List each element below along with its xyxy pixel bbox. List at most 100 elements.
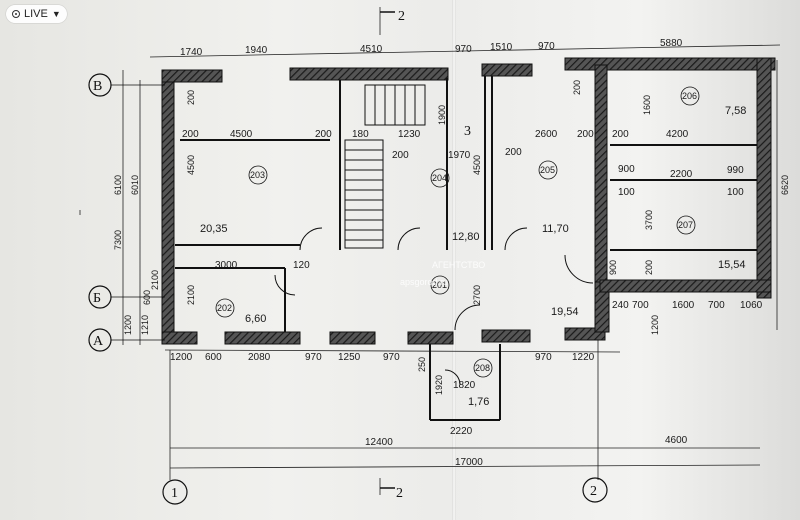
top-dim-4: 970	[455, 44, 472, 55]
watermark-line-1: АГЕНТСТВО	[432, 260, 485, 270]
dim-990: 990	[727, 165, 744, 176]
door-swings	[274, 227, 594, 386]
dim-200-b2: 200	[612, 129, 629, 140]
dim-100-a: 100	[618, 187, 635, 198]
left-dim-1200: 1200	[123, 315, 133, 335]
partitions	[175, 76, 757, 421]
room-tag-circles	[215, 86, 700, 378]
room-area-207: 15,54	[718, 259, 746, 271]
room-area-204: 12,80	[452, 231, 480, 243]
room-number-206: 206	[682, 91, 697, 101]
dim-200-i: 200	[572, 80, 582, 95]
right-dim-6620: 6620	[780, 175, 790, 195]
room-number-205: 205	[540, 165, 555, 175]
dim-4500-v: 4500	[186, 155, 196, 175]
dim-1600-b: 1600	[672, 300, 695, 311]
dim-900-b: 900	[608, 260, 618, 275]
axis-label-1: 1	[171, 486, 178, 501]
left-dim-1210: 1210	[140, 315, 150, 335]
top-dim-2: 1940	[245, 45, 268, 56]
dim-1060: 1060	[740, 300, 763, 311]
bottom-dim-1: 1200	[170, 352, 193, 363]
dim-3700: 3700	[644, 210, 654, 230]
dim-250: 250	[417, 357, 427, 372]
paper-fold	[452, 0, 456, 520]
overall-left-span: 12400	[365, 437, 393, 448]
section-mark-bottom: 2	[396, 486, 403, 501]
staircase	[344, 84, 426, 249]
dim-1600: 1600	[642, 95, 652, 115]
dim-2600: 2600	[535, 129, 558, 140]
dim-1230: 1230	[398, 129, 421, 140]
dim-2200: 2200	[670, 169, 693, 180]
dim-180: 180	[352, 129, 369, 140]
dim-2100: 2100	[186, 285, 196, 305]
live-button[interactable]: LIVE ▼	[6, 5, 67, 23]
top-dim-1: 1740	[180, 47, 203, 58]
left-dim-2100: 2100	[150, 270, 160, 290]
dim-3000: 3000	[215, 260, 238, 271]
dim-200-h: 200	[186, 90, 196, 105]
dim-1920: 1920	[434, 375, 444, 395]
dim-1970: 1970	[448, 150, 471, 161]
dim-700-a: 700	[632, 300, 649, 311]
room-area-202: 6,60	[245, 313, 266, 325]
left-dim-6010: 6010	[130, 175, 140, 195]
dim-200-f: 200	[644, 260, 654, 275]
live-label: LIVE	[24, 8, 48, 20]
dim-1820: 1820	[453, 380, 476, 391]
dim-700-b: 700	[708, 300, 725, 311]
dim-200-b: 200	[577, 129, 594, 140]
section-mark-top: 2	[398, 9, 405, 24]
dim-4500-h: 4500	[230, 129, 253, 140]
room-area-205: 11,70	[542, 223, 569, 235]
dim-120: 120	[293, 260, 310, 271]
axis-label-2: 2	[590, 484, 597, 499]
room-number-201: 201	[432, 280, 447, 290]
room-number-202: 202	[217, 303, 232, 313]
bottom-dim-4: 970	[305, 352, 322, 363]
dim-900-a: 900	[618, 164, 635, 175]
dim-240: 240	[612, 300, 629, 311]
walls	[161, 57, 776, 345]
dim-2700: 2700	[472, 285, 482, 305]
dim-200-e: 200	[505, 147, 522, 158]
bottom-dim-6: 970	[383, 352, 400, 363]
room-area-208: 1,76	[468, 396, 489, 408]
top-dim-7: 5880	[660, 38, 683, 49]
bottom-dim-3: 2080	[248, 352, 271, 363]
room-area-201: 19,54	[551, 306, 579, 318]
room-number-207: 207	[678, 220, 693, 230]
dim-4500-v2: 4500	[472, 155, 482, 175]
left-dim-6100: 6100	[113, 175, 123, 195]
chevron-down-icon: ▼	[51, 9, 61, 19]
room-area-203: 20,35	[200, 223, 228, 235]
overall-right-span: 4600	[665, 435, 688, 446]
room-number-204: 204	[432, 173, 447, 183]
dim-1200-v: 1200	[650, 315, 660, 335]
dim-2220: 2220	[450, 426, 473, 437]
top-dim-5: 1510	[490, 42, 513, 53]
dim-4200: 4200	[666, 129, 689, 140]
axis-label-a: А	[93, 334, 104, 349]
room-number-208: 208	[475, 363, 490, 373]
dim-200-a2: 200	[315, 129, 332, 140]
dim-1900: 1900	[437, 105, 447, 125]
overall-total: 17000	[455, 457, 483, 468]
bottom-dim-5: 1250	[338, 352, 361, 363]
dim-3: 3	[464, 124, 471, 139]
left-dim-600: 600	[142, 290, 152, 305]
bottom-dim-2: 600	[205, 352, 222, 363]
bottom-dim-8: 1220	[572, 352, 595, 363]
left-dim-7300: 7300	[113, 230, 123, 250]
axis-markers	[88, 73, 608, 505]
bottom-dim-7: 970	[535, 352, 552, 363]
dim-200-d: 200	[392, 150, 409, 161]
axis-label-v: В	[93, 79, 102, 94]
dimension-lines	[79, 7, 781, 495]
dim-100-b: 100	[727, 187, 744, 198]
watermark-line-2: apsgorod.ru	[400, 277, 448, 287]
live-icon	[12, 10, 20, 18]
